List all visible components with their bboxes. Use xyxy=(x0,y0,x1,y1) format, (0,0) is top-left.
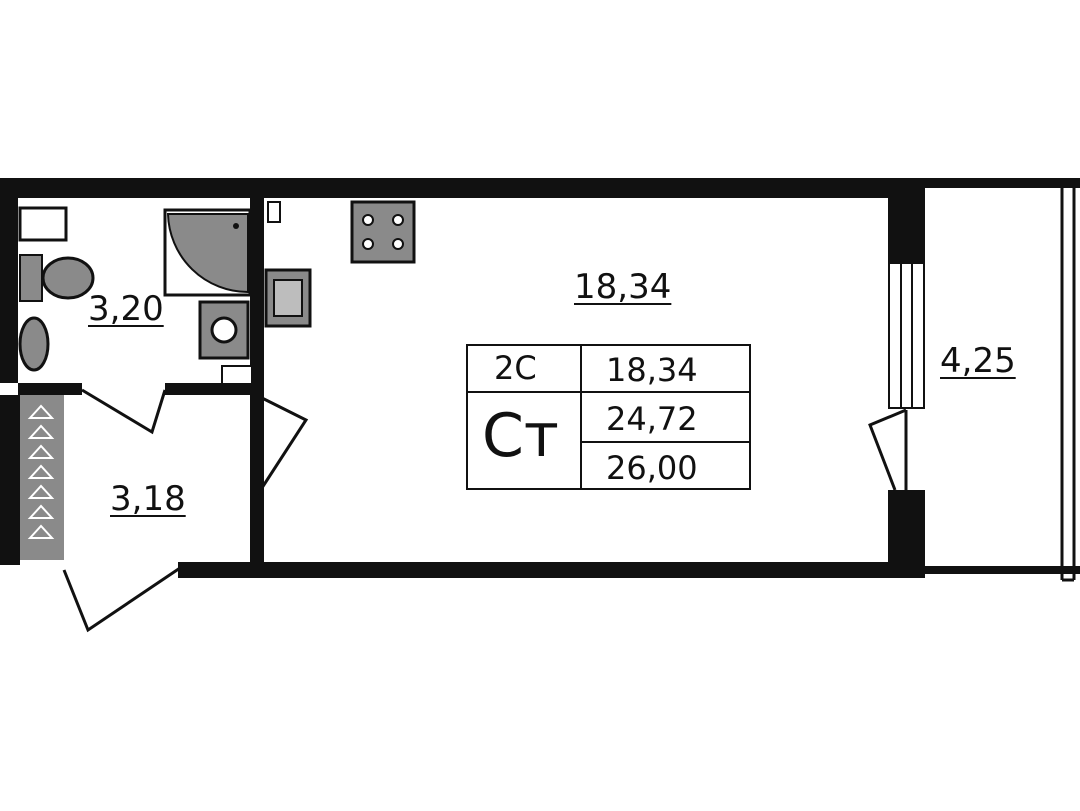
bathroom-inner-wall xyxy=(250,198,264,398)
shower-cabin xyxy=(163,208,252,297)
cooktop xyxy=(350,200,416,264)
building-code: 2C xyxy=(494,349,537,387)
left-wall-lower xyxy=(0,395,20,565)
entrance-door xyxy=(62,566,181,633)
bottom-wall xyxy=(178,562,925,578)
balcony-door xyxy=(868,408,908,491)
kitchen-sink xyxy=(264,268,312,328)
balcony-area-label: 4,25 xyxy=(940,341,1016,381)
washbasin-fixture xyxy=(18,316,50,372)
hallway-door xyxy=(256,396,309,495)
bathroom-bottom-wall xyxy=(18,383,82,395)
apartment-type: Ст xyxy=(482,401,559,471)
bathroom-door xyxy=(81,388,167,435)
top-wall xyxy=(0,178,925,198)
bathroom-area-label: 3,20 xyxy=(88,289,164,329)
column-top xyxy=(888,178,925,263)
total-area: 24,72 xyxy=(606,400,698,438)
sink-fixture xyxy=(18,206,68,242)
wardrobe-hangers xyxy=(27,404,55,539)
washing-machine xyxy=(198,300,250,360)
column-bottom xyxy=(888,490,925,578)
apartment-info-table: 2C Ст 18,34 24,72 26,00 xyxy=(466,344,751,490)
balcony-bottom-wall xyxy=(925,566,1080,574)
balcony-railing xyxy=(1060,188,1076,582)
bathroom-shelf xyxy=(221,365,253,385)
balcony-window xyxy=(888,262,925,409)
kitchen-vent xyxy=(267,201,281,223)
hallway-right-wall xyxy=(250,395,264,565)
left-wall-upper xyxy=(0,178,18,383)
balcony-top-wall xyxy=(925,178,1080,188)
main-room-area-label: 18,34 xyxy=(574,267,672,307)
toilet-fixture xyxy=(19,254,95,302)
total-area-with-balcony: 26,00 xyxy=(606,449,698,487)
living-area: 18,34 xyxy=(606,351,698,389)
hallway-area-label: 3,18 xyxy=(110,479,186,519)
bathroom-bottom-wall-right xyxy=(165,383,264,395)
